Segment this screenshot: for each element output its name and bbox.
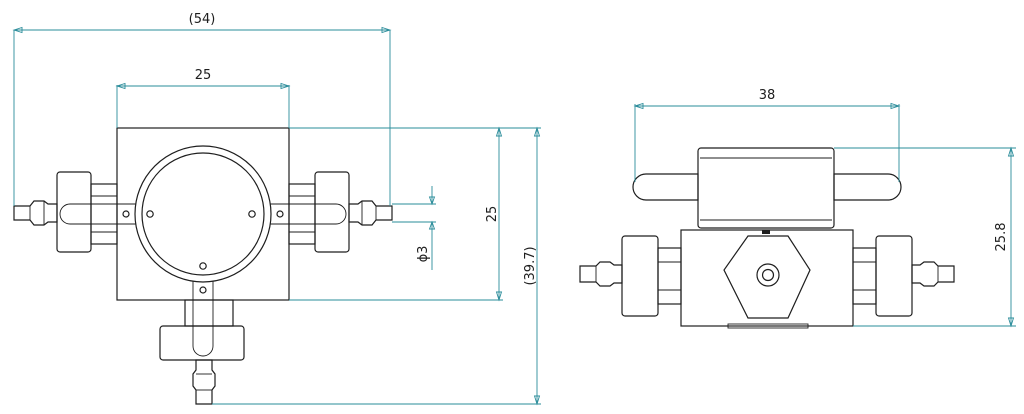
dim-body-width: 25 (195, 68, 212, 83)
vertical-channel (192, 270, 214, 346)
dim-handle-width: 38 (759, 88, 776, 103)
front-view-dimensions: (54) 25 25 ϕ3 (39.7) (12, 12, 541, 406)
side-right-barb (911, 261, 955, 287)
hole (146, 210, 154, 218)
dim-overall-height: (39.7) (523, 246, 538, 285)
horizontal-channel (70, 203, 336, 225)
side-right-nut (875, 235, 913, 317)
handle-right (833, 173, 902, 201)
marker (762, 230, 770, 234)
hex-nut (723, 235, 811, 319)
side-body (680, 229, 854, 327)
hole (199, 262, 207, 270)
hole (199, 286, 207, 294)
dim-body-height: 25 (485, 206, 500, 223)
side-left-barb (579, 261, 623, 287)
bottom-fitting-collar (184, 299, 234, 327)
diaphragm-inner (141, 152, 265, 276)
front-view (13, 127, 393, 405)
left-fitting-collar (90, 183, 118, 245)
right-fitting-nut (314, 171, 350, 253)
left-fitting-nut (56, 171, 92, 253)
side-view (579, 147, 955, 329)
side-left-collar (657, 247, 682, 305)
diaphragm-outer (134, 145, 272, 283)
nut-boss (756, 263, 780, 287)
dim-overall-width: (54) (189, 12, 216, 27)
hole (248, 210, 256, 218)
valve-cap (697, 147, 835, 229)
bottom-hose-barb (192, 359, 216, 405)
side-left-nut (621, 235, 659, 317)
nut-bore (761, 268, 775, 282)
hole (276, 210, 284, 218)
hole (122, 210, 130, 218)
right-fitting-collar (288, 183, 316, 245)
dim-side-height: 25.8 (994, 223, 1009, 252)
side-right-collar (852, 247, 877, 305)
left-hose-barb (13, 200, 58, 226)
handle-left (632, 173, 699, 201)
bottom-fitting-nut (159, 325, 245, 361)
side-view-dimensions: 38 25.8 (633, 88, 1016, 328)
dim-port-diameter: ϕ3 (416, 246, 431, 263)
right-hose-barb (348, 200, 393, 226)
